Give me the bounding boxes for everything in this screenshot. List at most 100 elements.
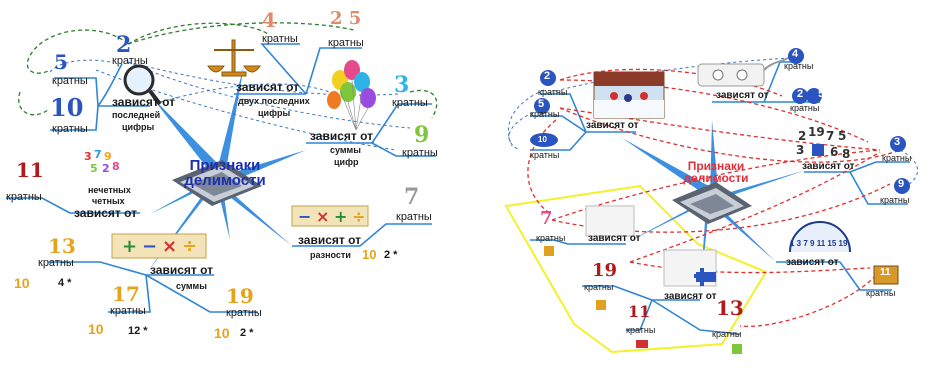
right-badges [530,48,910,354]
left-num-7: 7 [404,184,420,210]
right-label-7: кратны [536,233,566,243]
left-branch-alt-title: зависят от [74,206,138,220]
left-branch-sums-title: зависят от [150,263,214,277]
left-num-5: 5 [54,50,68,74]
left-branch-diff-title: зависят от [298,233,362,247]
left-branch-alt-sub1: нечетных [88,185,131,195]
svg-text:×: × [316,207,329,226]
svg-text:2: 2 [102,162,110,175]
svg-text:7: 7 [94,148,102,161]
right-label-4: кратны [784,61,814,71]
left-branch-last-sub1: последней [112,110,161,120]
right-dashed-blue [507,57,918,187]
right-label-25: кратны [790,103,820,113]
left-branch-diff-sub1: разности [310,250,351,260]
left-branch-alt-sub2: четных [92,196,125,206]
ski-photo [593,71,665,119]
left-formula-13-prefix: 10 [14,275,30,291]
svg-text:5: 5 [838,129,846,143]
left-num-2: 2 [116,32,132,58]
left-branch-sum-sub1: суммы [330,145,361,155]
right-label-19: кратны [584,282,614,292]
left-dashed-green [18,22,438,119]
left-formula-17-prefix: 10 [88,321,104,337]
balloons-icon [327,60,376,131]
right-num-19: 19 [592,260,618,281]
svg-text:÷: ÷ [182,236,197,257]
grey-digit-tiles [585,205,717,287]
operation-tiles-left-right: − × + ÷ [291,205,369,227]
magnifier-icon [123,64,162,106]
svg-text:−: − [142,236,157,257]
left-branch-sum-sub2: цифр [334,157,359,167]
left-label-5: кратны [52,75,88,87]
operation-tiles-left-top: + − × ÷ [111,233,207,259]
right-label-13: кратны [712,329,742,339]
svg-text:×: × [162,236,177,257]
scales-icon [207,39,261,77]
left-branch-two-sub2: цифры [258,108,291,118]
left-formula-19-prefix: 10 [214,325,230,341]
left-branch-lines [6,43,436,313]
svg-text:+: + [122,236,137,257]
svg-text:8: 8 [112,160,120,173]
right-label-5: кратны [530,109,560,119]
right-badge-4: 4 [792,48,799,60]
right-label-11b: кратны [866,288,896,298]
right-num-13: 13 [716,296,744,320]
svg-text:6: 6 [830,145,838,159]
right-label-2: кратны [538,87,568,97]
left-num-10: 10 [50,93,84,122]
svg-text:19: 19 [808,125,825,139]
left-num-17: 17 [112,282,140,306]
right-badge-3: 3 [894,136,901,148]
left-branch-last-title: зависят от [112,95,176,109]
left-label-4: кратны [262,33,298,45]
right-label-10: кратны [530,150,560,160]
left-branch-two-sub1: двух последних [238,96,310,106]
right-num-11a: 11 [628,302,651,321]
right-badge-10: 10 [538,135,547,144]
right-branch-b3-title: зависят от [802,161,855,172]
right-branch-b4-title: зависят от [588,233,641,244]
right-sequence: 1 3 7 9 11 15 19 [790,239,848,248]
right-num-7: 7 [540,208,553,229]
left-num-11: 11 [16,158,44,182]
left-label-7: кратны [396,211,432,223]
left-num-9: 9 [414,122,430,148]
left-label-2: кратны [112,55,148,67]
left-formula-13: 4 * [58,277,72,289]
left-label-25: кратны [328,37,364,49]
svg-text:÷: ÷ [352,207,365,226]
right-branch-b1-title: зависят от [586,120,639,131]
svg-text:−: − [298,207,311,226]
left-num-13: 13 [48,234,76,258]
left-formula-7: 2 * [384,249,398,261]
right-center-box [672,182,752,224]
right-branch-b6-title: зависят от [664,291,717,302]
right-badge-11b: 11 [880,267,891,278]
left-label-19: кратны [226,307,262,319]
power-strip-icon [697,55,791,87]
left-branch-sum-title: зависят от [310,129,374,143]
right-label-9: кратны [880,195,910,205]
number-fan-icon [789,221,851,253]
left-branch-last-sub2: цифры [122,122,155,132]
svg-text:5: 5 [90,162,98,175]
right-branch-b2-title: зависят от [716,90,769,101]
left-num-25: 2 5 [330,8,362,29]
left-branch-two-title: зависят от [236,80,300,94]
left-branch-sums-sub1: суммы [176,281,207,291]
svg-text:2: 2 [798,129,806,143]
left-num-3: 3 [394,72,410,98]
right-branch-b5-title: зависят от [786,257,839,268]
left-formula-7-prefix: 10 [362,247,377,262]
right-label-11a: кратны [626,325,656,335]
left-center-title: Признаки делимости [184,157,266,189]
svg-text:8: 8 [842,147,850,161]
left-label-9: кратны [402,147,438,159]
svg-text:9: 9 [104,150,112,163]
